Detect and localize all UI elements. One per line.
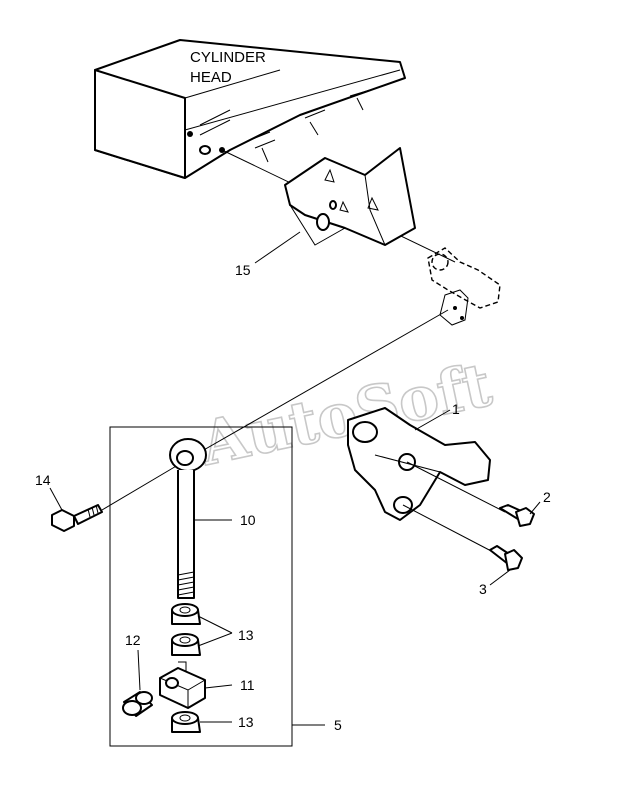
callout-13-lower: 13 [238,714,254,730]
callout-3: 3 [479,581,487,597]
part-12-bushing: 12 [122,632,153,717]
part-2-bolt: 2 [499,489,551,527]
alignment-line-bolt [194,309,449,456]
callout-2: 2 [543,489,551,505]
remote-bracket-dashed [427,247,501,326]
part-14-bolt: 14 [35,464,179,532]
callout-10: 10 [240,512,256,528]
leader-3 [489,569,511,586]
alignment-line-bolt-3 [402,504,496,554]
part-15-bracket: 15 [235,147,416,278]
callout-12: 12 [125,632,141,648]
leader-14 [49,487,63,511]
cylinder-head-label-line2: HEAD [190,69,232,86]
callout-14: 14 [35,472,51,488]
part-5-assembly-box: 5 [109,426,342,747]
part-11-block: 11 [159,661,255,709]
part-13-nut-lower: 13 [171,711,254,733]
callout-5: 5 [334,717,342,733]
cylinder-head-label-line1: CYLINDER [190,49,266,66]
leader-11 [204,684,233,689]
callout-15: 15 [235,262,251,278]
alignment-line-bolt-2 [406,461,506,513]
part-13-nut-upper [171,603,201,625]
part-13-nut-middle [171,633,201,656]
part-1-bracket: 1 [347,401,491,521]
part-3-bolt: 3 [479,545,523,597]
callout-1: 1 [452,401,460,417]
leader-1 [414,409,451,431]
leader-2 [529,501,541,515]
callout-11: 11 [240,677,255,693]
leader-15 [254,231,301,264]
callout-13-upper: 13 [238,627,254,643]
leader-12 [137,649,141,691]
leader-13-upper [197,615,233,647]
part-10-eye-bolt: 10 [169,438,256,599]
cylinder-head: CYLINDER HEAD [94,39,406,179]
